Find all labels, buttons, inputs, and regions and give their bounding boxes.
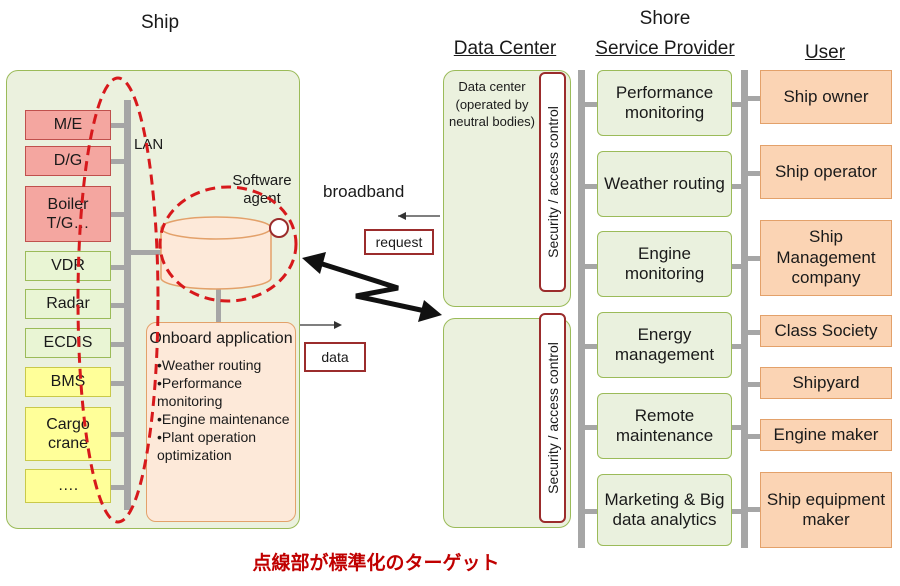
security-access-control-bottom: Security / access control [539,313,566,523]
data-center-description: Data center (operated by neutral bodies) [449,79,535,130]
software-agent-icon [269,218,289,238]
user-shipyard[interactable]: Shipyard [760,367,892,399]
service-performance-monitoring[interactable]: Performance monitoring [597,70,732,136]
service-weather-routing[interactable]: Weather routing [597,151,732,217]
onboard-application-box[interactable]: Onboard application Weather routing Perf… [146,322,296,522]
security-access-control-top: Security / access control [539,72,566,292]
service-provider-bus [578,70,585,548]
ship-heading: Ship [140,12,180,33]
user-bus [741,70,748,548]
service-provider-heading: Service Provider [595,38,735,59]
equipment-bms[interactable]: BMS [25,367,111,397]
equipment-radar[interactable]: Radar [25,289,111,319]
service-marketing-big-data[interactable]: Marketing & Big data analytics [597,474,732,546]
lan-label: LAN [134,136,164,153]
equipment-vdr[interactable]: VDR [25,251,111,281]
data-center-heading: Data Center [453,38,557,59]
app-item: Engine maintenance [157,410,295,428]
equipment-dg[interactable]: D/G [25,146,111,176]
app-item: Plant operation optimization [157,428,295,464]
shore-heading: Shore [639,8,691,29]
caption: 点線部が標準化のターゲット [252,552,500,574]
request-tag: request [364,229,434,255]
software-agent-label: Software agent [232,172,292,207]
app-item: Weather routing [157,356,295,374]
onboard-application-title: Onboard application [149,330,293,347]
service-remote-maintenance[interactable]: Remote maintenance [597,393,732,459]
user-ship-operator[interactable]: Ship operator [760,145,892,199]
lan-dashed-ellipse [76,76,160,524]
user-heading: User [804,42,846,63]
app-item: Performance monitoring [157,374,295,410]
broadband-link-icon [302,252,442,322]
data-tag: data [304,342,366,372]
onboard-application-list: Weather routing Performance monitoring E… [157,356,295,464]
data-server-cylinder [160,216,272,290]
service-energy-management[interactable]: Energy management [597,312,732,378]
data-server-dashed-circle [158,185,298,303]
service-engine-monitoring[interactable]: Engine monitoring [597,231,732,297]
user-ship-management-company[interactable]: Ship Management company [760,220,892,296]
user-ship-owner[interactable]: Ship owner [760,70,892,124]
lan-bus [124,100,131,510]
equipment-cargo-crane[interactable]: Cargo crane [25,407,111,461]
broadband-label: broadband [323,182,405,201]
user-ship-equipment-maker[interactable]: Ship equipment maker [760,472,892,548]
equipment-ecdis[interactable]: ECDIS [25,328,111,358]
user-class-society[interactable]: Class Society [760,315,892,347]
user-engine-maker[interactable]: Engine maker [760,419,892,451]
equipment-boiler-tg[interactable]: Boiler T/G… [25,186,111,242]
